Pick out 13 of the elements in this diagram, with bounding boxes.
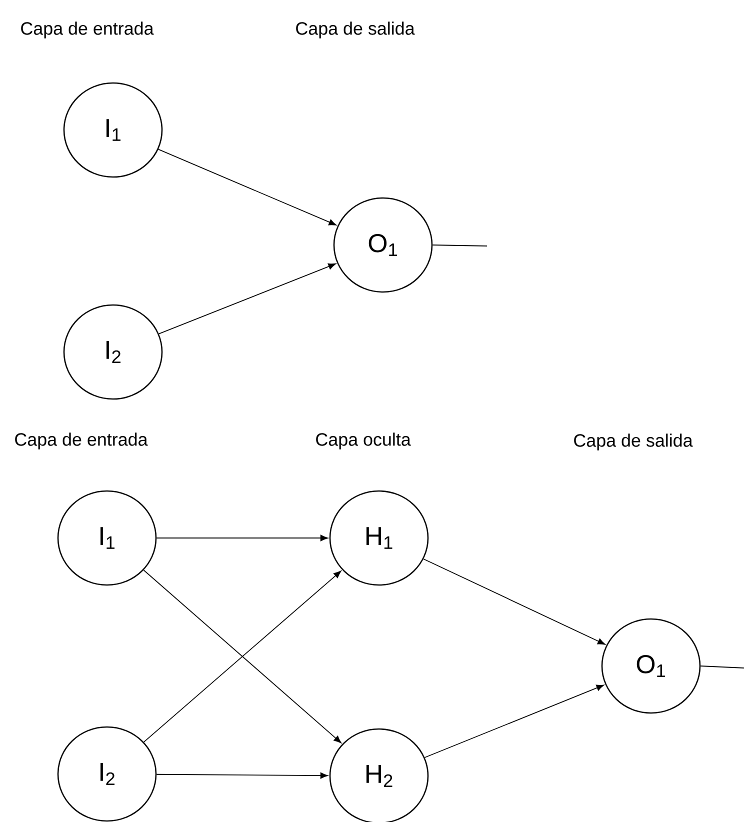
arrow bbox=[158, 263, 336, 334]
arrow bbox=[158, 148, 336, 226]
output-line bbox=[700, 666, 744, 668]
arrow bbox=[423, 558, 606, 645]
arrow bbox=[156, 772, 328, 779]
arrow bbox=[424, 684, 604, 758]
layer-heading: Capa de entrada bbox=[21, 22, 154, 38]
layer-heading: Capa de salida bbox=[296, 22, 415, 38]
output-line bbox=[432, 244, 488, 246]
layer-heading: Capa oculta bbox=[316, 432, 411, 450]
layer-heading: Capa de entrada bbox=[15, 432, 148, 450]
layer-heading: Capa de salida bbox=[574, 434, 693, 450]
arrow bbox=[156, 534, 328, 542]
